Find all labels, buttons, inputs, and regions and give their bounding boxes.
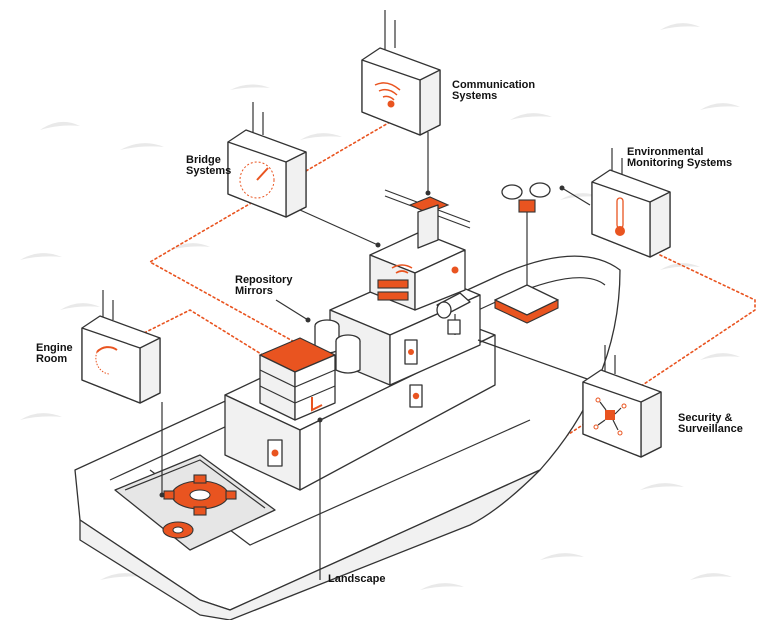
communication-device bbox=[361, 10, 441, 136]
security-device bbox=[582, 345, 662, 458]
leader-lines bbox=[159, 132, 591, 580]
environmental-device bbox=[591, 148, 671, 258]
anemometer bbox=[494, 182, 559, 324]
label-repository-mirrors: Repository Mirrors bbox=[235, 274, 293, 297]
label-bridge-systems: Bridge Systems bbox=[186, 154, 232, 177]
label-communication-systems: Communication Systems bbox=[452, 79, 536, 102]
repository-mirrors bbox=[258, 319, 361, 421]
label-environmental-monitoring: Environmental Monitoring Systems bbox=[627, 146, 733, 169]
security-camera bbox=[436, 292, 471, 335]
bridge-device bbox=[227, 102, 307, 218]
label-security-surveillance: Security & Surveillance bbox=[678, 412, 743, 435]
engine-device bbox=[81, 290, 161, 404]
label-landscape: Landscape bbox=[328, 573, 386, 585]
engine-gears bbox=[162, 474, 237, 539]
label-engine-room: Engine Room bbox=[36, 342, 73, 365]
